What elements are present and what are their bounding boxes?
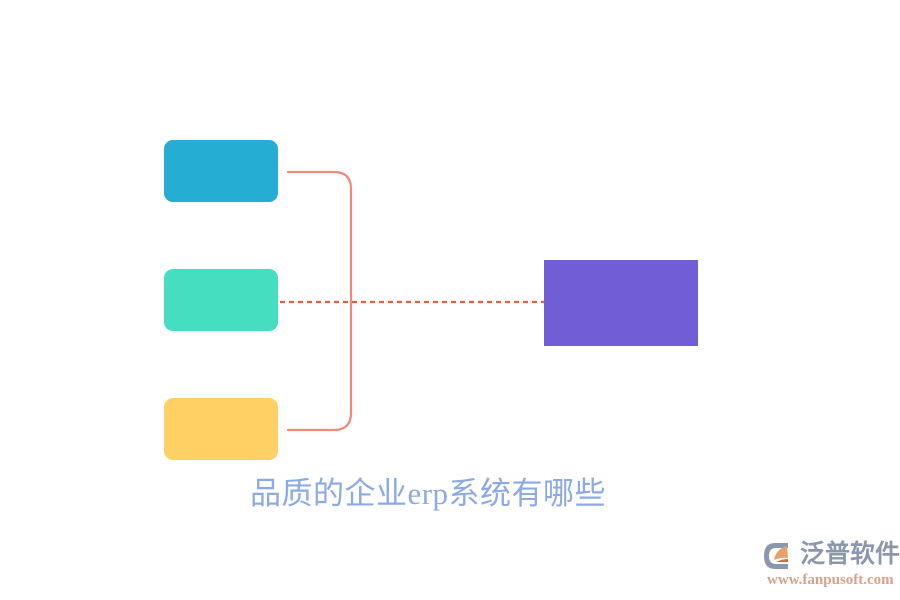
diagram-node-green[interactable] [164, 269, 278, 331]
page-title: 品质的企业erp系统有哪些 [249, 476, 607, 511]
connector-bracket-bottom [286, 300, 353, 432]
brand-name: 泛普软件 [800, 539, 900, 568]
connector-bracket-top [286, 170, 353, 304]
fanpu-swoosh-icon [764, 543, 788, 569]
brand-watermark: 泛普软件 www.fanpusoft.com [762, 538, 900, 590]
diagram-node-yellow[interactable] [164, 398, 278, 460]
brand-url: www.fanpusoft.com [767, 572, 894, 588]
diagram-node-purple[interactable] [544, 260, 698, 346]
diagram-node-blue[interactable] [164, 140, 278, 202]
